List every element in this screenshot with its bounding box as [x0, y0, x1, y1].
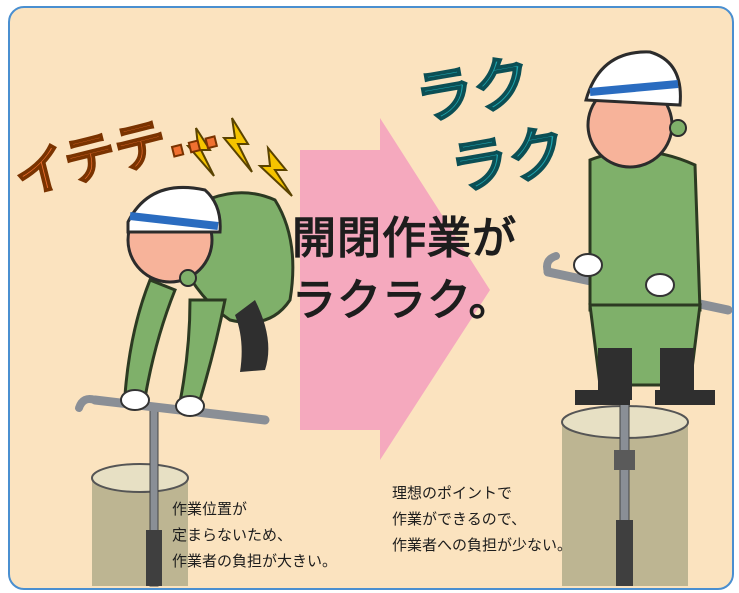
- headline-line-1: 開閉作業が: [292, 213, 517, 264]
- caption-before: 作業位置が 定まらないため、 作業者の負担が大きい。: [172, 496, 337, 574]
- caption-after: 理想のポイントで 作業ができるので、 作業者への負担が少ない。: [392, 480, 572, 558]
- caption-after-line: 作業者への負担が少ない。: [392, 536, 573, 554]
- headline: 開閉作業が ラクラク。: [292, 208, 517, 332]
- caption-before-line: 作業位置が: [172, 500, 248, 518]
- caption-after-line: 理想のポイントで: [392, 484, 513, 502]
- caption-after-line: 作業ができるので、: [392, 510, 527, 528]
- headline-line-2: ラクラク。: [292, 275, 514, 326]
- easy-shout-text-1: ラク: [411, 47, 537, 134]
- worker-comfortable: [573, 50, 715, 405]
- caption-before-line: 作業者の負担が大きい。: [172, 552, 338, 570]
- caption-before-line: 定まらないため、: [172, 526, 293, 544]
- worker-in-pain: [120, 185, 295, 417]
- pain-lightning: [185, 117, 293, 197]
- easy-shout-text-2: ラク: [446, 117, 572, 204]
- manhole-before: [91, 463, 189, 586]
- transition-arrow: [300, 118, 490, 460]
